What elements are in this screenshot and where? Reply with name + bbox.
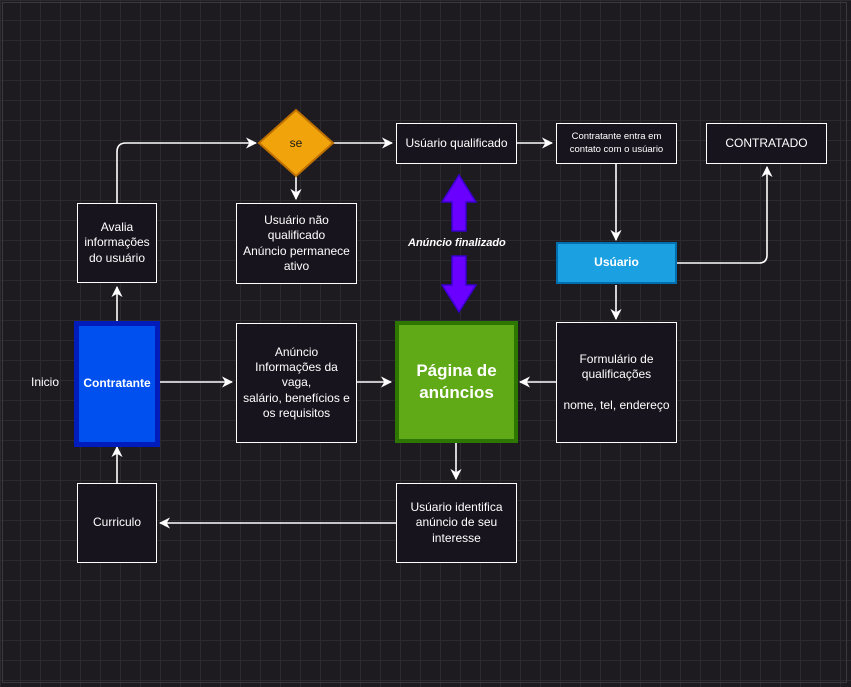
double-arrow-finalizado bbox=[440, 173, 478, 314]
usuario-node: Usúario bbox=[556, 242, 677, 284]
contratado-node: CONTRATADO bbox=[706, 123, 827, 164]
inicio-label: Inicio bbox=[31, 375, 60, 389]
formulario-node: Formulário de qualificações nome, tel, e… bbox=[556, 322, 677, 443]
decision-label: se bbox=[289, 136, 303, 150]
avalia-node: Avalia informações do usuário bbox=[77, 203, 157, 283]
edge-usuario-contratado bbox=[677, 165, 773, 264]
edge-avalia-decision bbox=[116, 137, 258, 203]
decision-diamond bbox=[257, 108, 335, 178]
anuncio-node: Anúncio Informações da vaga, salário, be… bbox=[236, 323, 357, 443]
finalizado-label: Anúncio finalizado bbox=[408, 237, 506, 249]
curriculo-node: Curriculo bbox=[77, 483, 157, 563]
contratante-node: Contratante bbox=[74, 321, 160, 447]
nao-qualificado-node: Usuário não qualificado Anúncio permanec… bbox=[236, 203, 357, 284]
contato-node: Contratante entra em contato com o usúar… bbox=[556, 123, 677, 164]
pagina-node: Página de anúncios bbox=[395, 321, 518, 443]
identifica-node: Usúario identifica anúncio de seu intere… bbox=[396, 483, 517, 563]
qualificado-node: Usúario qualificado bbox=[396, 123, 517, 164]
